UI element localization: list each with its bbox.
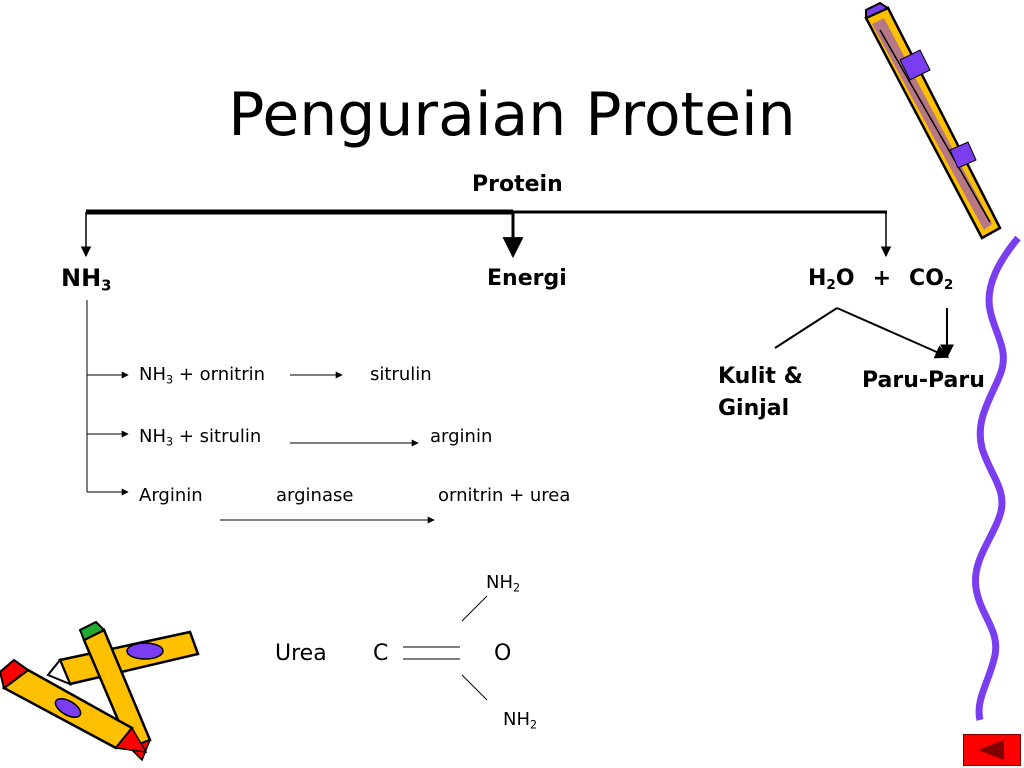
node-energi: Energi <box>487 266 567 291</box>
nh3-text: NH <box>61 264 102 292</box>
reaction-2-nh: NH <box>139 426 166 447</box>
node-h2o-co2: H2O+CO2 <box>808 266 954 294</box>
page-title: Penguraian Protein <box>228 80 796 150</box>
urea-carbon: C <box>373 641 389 666</box>
bond-lower <box>461 674 488 701</box>
nh3-subscript: 3 <box>101 276 112 295</box>
triangle-left-icon <box>978 740 1004 760</box>
reaction-1-rest: + ornitrin <box>173 364 266 385</box>
h2o-o: O <box>835 266 855 291</box>
previous-slide-button[interactable] <box>963 734 1021 766</box>
reaction-3-product: ornitrin + urea <box>438 485 571 506</box>
reaction-2-rest: + sitrulin <box>173 426 262 447</box>
amine-top-sub: 2 <box>513 581 521 595</box>
amine-top-text: NH <box>486 572 513 593</box>
urea-label: Urea <box>275 641 327 666</box>
h2o-h: H <box>808 266 827 291</box>
reaction-1-sub: 3 <box>166 373 174 387</box>
urea-amine-bottom: NH2 <box>503 709 537 730</box>
plus-sign: + <box>872 266 892 291</box>
root-node-protein: Protein <box>472 172 563 197</box>
reaction-3-reactant: Arginin <box>139 485 203 506</box>
kulit-line2: Ginjal <box>718 396 790 421</box>
bond-upper <box>461 595 488 622</box>
node-nh3: NH3 <box>61 264 112 295</box>
reaction-1-nh: NH <box>139 364 166 385</box>
reaction-2-reactants: NH3 + sitrulin <box>139 426 261 447</box>
reaction-1-reactants: NH3 + ornitrin <box>139 364 265 385</box>
node-kulit-ginjal: Kulit & Ginjal <box>718 361 803 425</box>
amine-bottom-sub: 2 <box>530 718 538 732</box>
wavy-border <box>971 235 1021 721</box>
h2o-subscript: 2 <box>826 277 836 294</box>
reaction-3-enzyme: arginase <box>276 485 354 506</box>
node-paru-paru: Paru-Paru <box>862 368 985 393</box>
pencils-icon-bottom-left <box>0 620 200 762</box>
amine-bottom-text: NH <box>503 709 530 730</box>
urea-oxygen: O <box>494 641 512 666</box>
reaction-2-product: arginin <box>430 426 493 447</box>
reaction-1-product: sitrulin <box>370 364 432 385</box>
pencil-icon-top-right <box>864 1 1002 240</box>
urea-amine-top: NH2 <box>486 572 520 593</box>
co2-co: CO <box>909 266 944 291</box>
h2o-to-paru <box>836 307 950 359</box>
kulit-line1: Kulit & <box>718 364 803 389</box>
h2o-to-kulit <box>774 307 838 349</box>
co2-subscript: 2 <box>943 277 954 294</box>
reaction-2-sub: 3 <box>166 435 174 449</box>
